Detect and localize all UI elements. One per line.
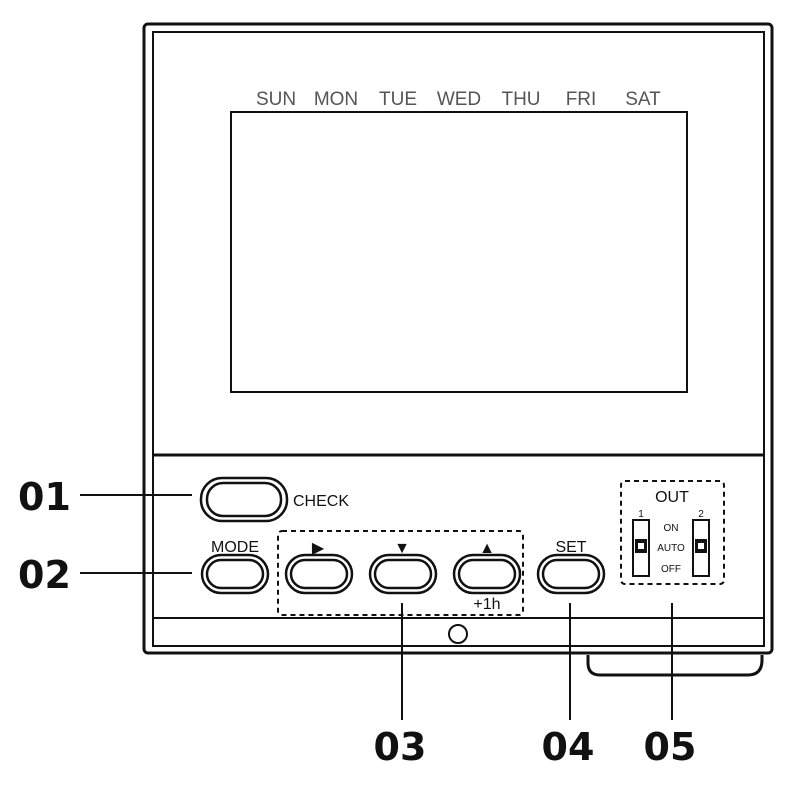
reset-hole xyxy=(448,624,468,644)
callout-04: 04 xyxy=(542,725,595,769)
check-label: CHECK xyxy=(293,493,349,510)
device-body xyxy=(142,22,774,677)
arrow-group-box xyxy=(277,530,524,616)
down-button[interactable] xyxy=(368,553,438,595)
inner-frame xyxy=(152,31,765,647)
day-sun: SUN xyxy=(256,89,296,110)
set-button[interactable] xyxy=(536,553,606,595)
display-area: SUN MON TUE WED THU FRI SAT xyxy=(230,89,688,393)
on-label: ON xyxy=(664,523,679,534)
right-button[interactable] xyxy=(284,553,354,595)
day-thu: THU xyxy=(501,89,540,110)
day-fri: FRI xyxy=(566,89,597,110)
out-1-switch[interactable] xyxy=(632,519,650,577)
out-2-switch[interactable] xyxy=(692,519,710,577)
channel-2-label: 2 xyxy=(698,509,704,520)
mode-label: MODE xyxy=(211,539,259,556)
up-button[interactable] xyxy=(452,553,522,595)
out-switch-box xyxy=(620,480,725,585)
off-label: OFF xyxy=(661,564,681,575)
right-arrow-icon: ▶ xyxy=(312,540,325,557)
channel-1-label: 1 xyxy=(638,509,644,520)
auto-label: AUTO xyxy=(657,543,685,554)
side-tab xyxy=(586,655,764,677)
day-sat: SAT xyxy=(625,89,661,110)
lcd-screen xyxy=(230,111,688,393)
callout-05: 05 xyxy=(644,725,697,769)
chevron-down-icon: ▼ xyxy=(394,540,410,557)
day-tue: TUE xyxy=(379,89,417,110)
outer-frame xyxy=(142,22,774,655)
day-wed: WED xyxy=(437,89,481,110)
callout-02: 02 xyxy=(18,553,71,597)
day-mon: MON xyxy=(314,89,358,110)
chevron-up-icon: ▲ xyxy=(479,540,495,557)
callout-lines xyxy=(80,494,673,720)
set-label: SET xyxy=(555,539,586,556)
callout-01: 01 xyxy=(18,475,71,519)
plus-hour-label: +1h xyxy=(473,596,500,613)
out-title: OUT xyxy=(655,489,689,506)
callout-03: 03 xyxy=(374,725,427,769)
mode-button[interactable] xyxy=(200,553,270,595)
check-button[interactable] xyxy=(199,476,289,523)
